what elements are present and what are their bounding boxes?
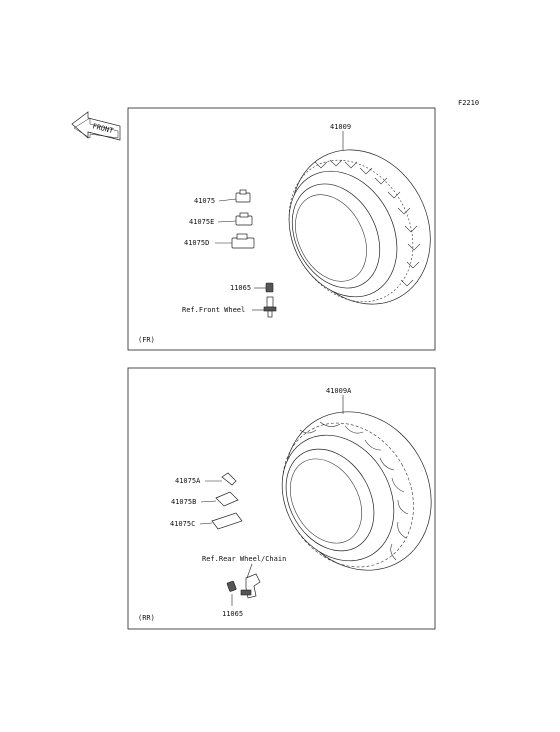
rear-section-label: (RR) bbox=[138, 614, 155, 622]
front-valve-stem bbox=[263, 296, 277, 318]
front-weight-b-label: 41075E bbox=[189, 218, 214, 226]
rear-weight-41075C bbox=[211, 512, 243, 530]
front-weight-c-label: 41075D bbox=[184, 239, 209, 247]
front-weight-41075E bbox=[235, 212, 253, 226]
rear-panel: 41009A 41075A 41075B 41075C Ref.Rear Whe… bbox=[127, 367, 436, 630]
front-panel-frame bbox=[127, 107, 436, 351]
front-ref-wheel-label: Ref.Front Wheel bbox=[182, 306, 245, 314]
front-valve-core bbox=[265, 282, 274, 293]
rear-valve-core bbox=[226, 580, 237, 592]
rear-ref-wheel-label: Ref.Rear Wheel/Chain bbox=[202, 555, 286, 563]
front-tire-label: 41009 bbox=[330, 123, 351, 131]
rear-weight-a-label: 41075A bbox=[175, 477, 201, 485]
front-weight-41075 bbox=[235, 189, 251, 203]
front-panel: 41009 41075 41075E 41075D 11065 bbox=[127, 107, 436, 351]
rear-valve-core-label: 11065 bbox=[222, 610, 243, 618]
front-weight-41075D bbox=[231, 233, 255, 249]
rear-weight-41075A bbox=[221, 472, 237, 486]
rear-weight-41075B bbox=[215, 491, 239, 507]
front-weight-a-label: 41075 bbox=[194, 197, 215, 205]
front-valve-core-label: 11065 bbox=[230, 284, 251, 292]
front-tire bbox=[288, 149, 431, 305]
rear-weight-c-label: 41075C bbox=[170, 520, 195, 528]
rear-panel-frame bbox=[127, 367, 436, 630]
rear-tire-label: 41009A bbox=[326, 387, 352, 395]
rear-weight-b-label: 41075B bbox=[171, 498, 196, 506]
rear-tire bbox=[281, 411, 432, 571]
page-code: F2210 bbox=[458, 99, 479, 107]
rear-valve-stem bbox=[240, 573, 261, 599]
front-section-label: (FR) bbox=[138, 336, 155, 344]
front-arrow-icon: FRONT bbox=[71, 111, 121, 141]
